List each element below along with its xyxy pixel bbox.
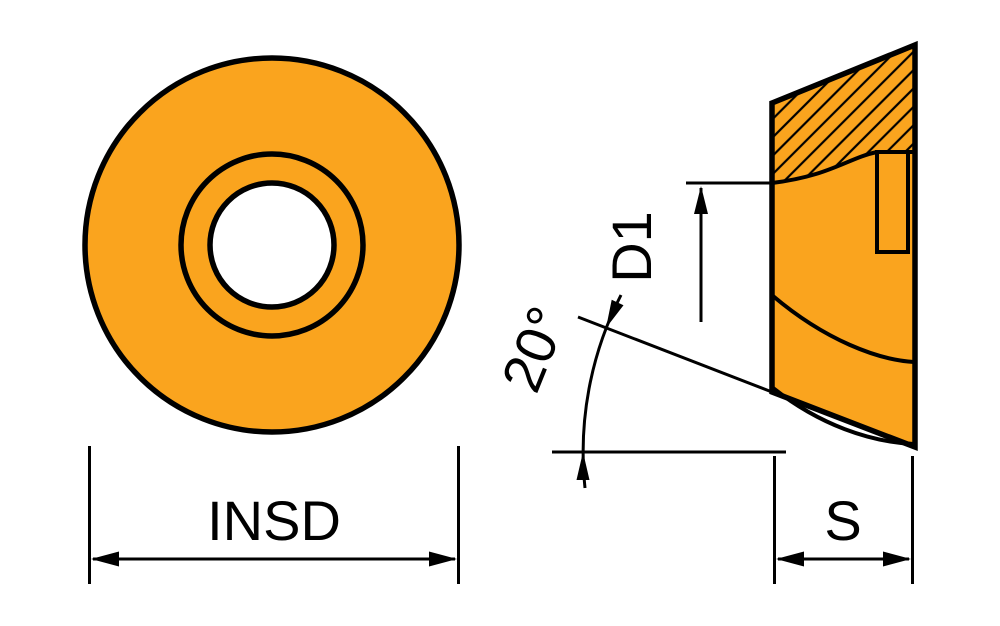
insd-label: INSD: [207, 489, 341, 552]
screw-hole-bore: [875, 150, 910, 254]
s-label: S: [824, 489, 861, 552]
s-arrowhead-right: [883, 551, 911, 567]
angle-flank-extension-line: [577, 315, 773, 394]
angle-arrowhead-bottom: [576, 452, 590, 480]
d1-label: D1: [600, 211, 663, 283]
cutting-edge-upper-curve: [771, 294, 915, 364]
angle-arrowhead-top: [606, 299, 624, 328]
center-hole: [207, 180, 337, 310]
angle-label: 20°: [489, 298, 579, 400]
dim-insd: INSD: [88, 446, 460, 584]
angle-arc: [581, 294, 623, 489]
front-view: [82, 55, 462, 435]
s-arrowhead-left: [776, 551, 804, 567]
insd-arrowhead-right: [429, 551, 457, 567]
side-view: [769, 40, 918, 452]
d1-arrowhead: [694, 186, 708, 214]
insd-arrowhead-left: [91, 551, 119, 567]
dim-s: S: [773, 456, 914, 584]
counterbore-edge: [178, 151, 366, 339]
section-hatch-region: [772, 45, 915, 183]
dim-angle: 20°: [489, 294, 786, 489]
cutting-edge-lower-curve: [771, 386, 915, 446]
countersink-profile-line: [771, 150, 915, 185]
dim-d1: D1: [600, 181, 770, 322]
